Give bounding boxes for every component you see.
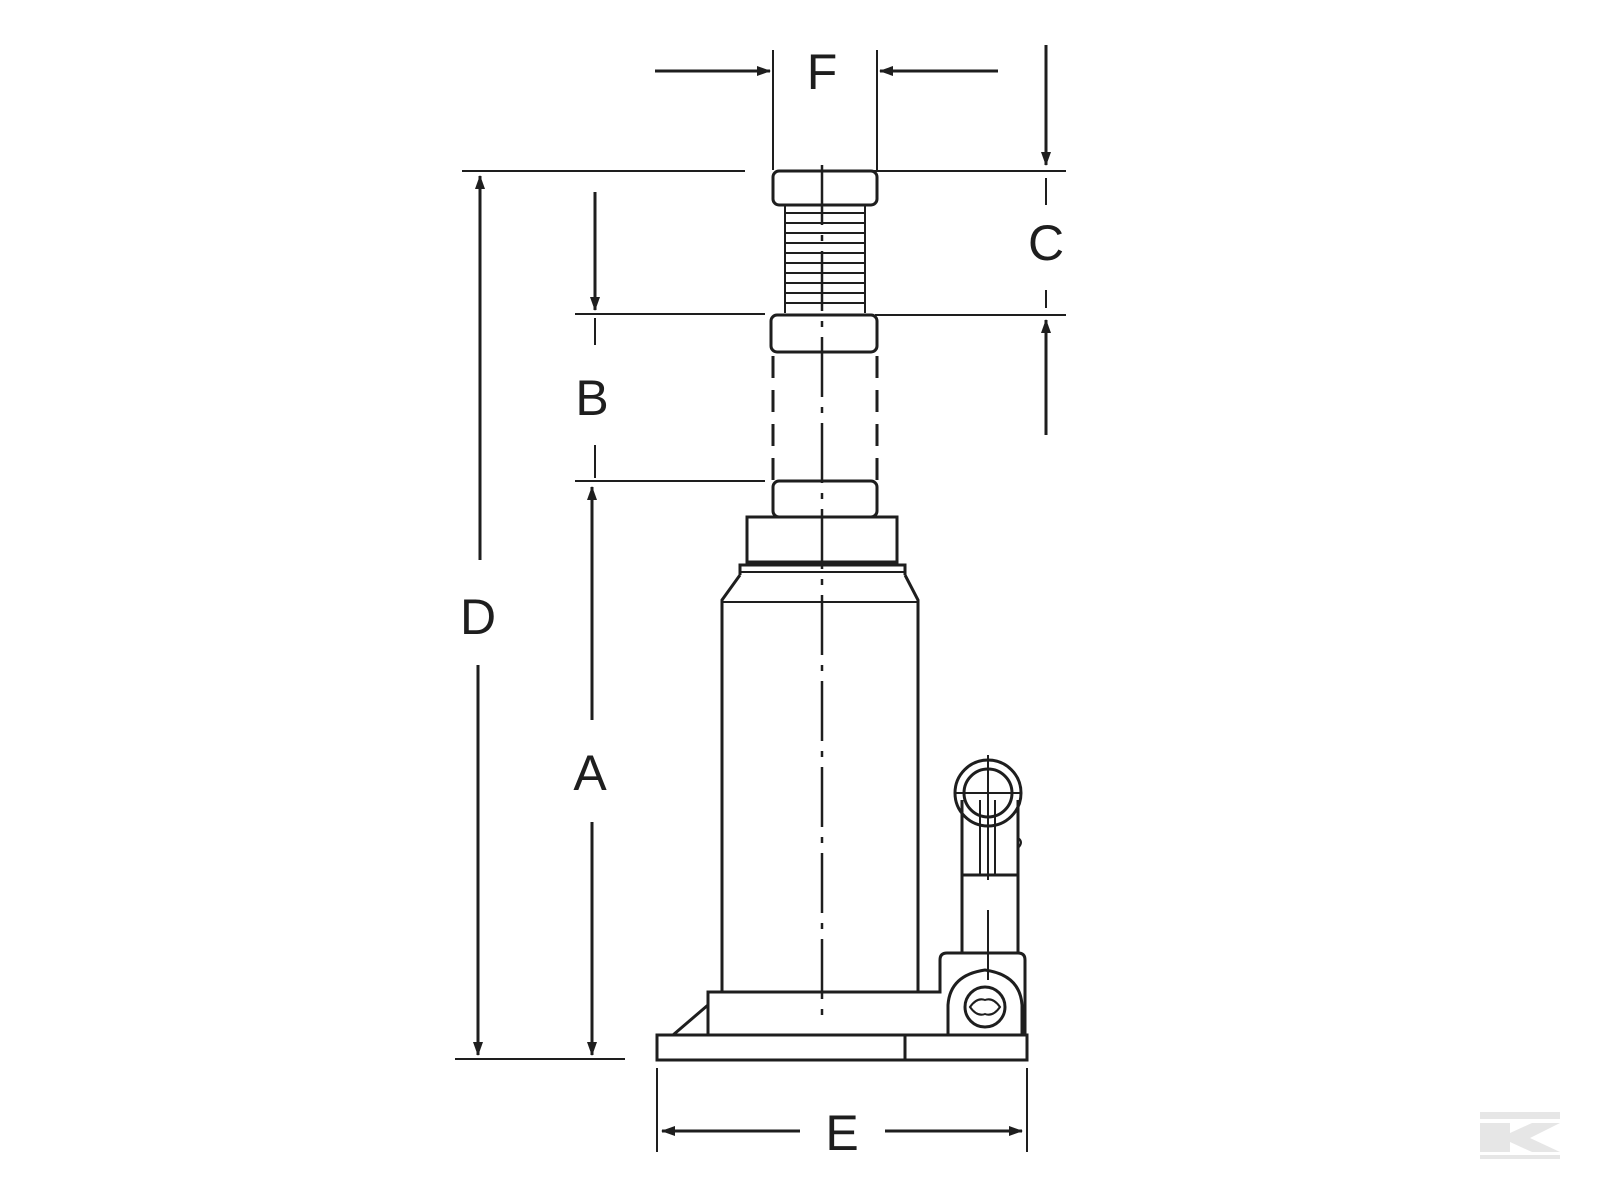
dimension-c: C [860, 45, 1066, 435]
label-d: D [460, 589, 496, 645]
k-logo-watermark [1480, 1112, 1560, 1159]
dimension-f: F [655, 44, 998, 170]
dimension-b: B [575, 192, 765, 482]
label-b: B [575, 370, 608, 426]
dimension-a: A [573, 486, 607, 1056]
screw-threads [784, 205, 866, 313]
pump-handle-socket [953, 755, 1023, 980]
dimension-d: D [455, 170, 745, 1060]
label-f: F [807, 44, 838, 100]
label-c: C [1028, 215, 1064, 271]
jack-body [655, 165, 1029, 1062]
dimension-e: E [656, 1068, 1028, 1161]
label-a: A [573, 745, 607, 801]
label-e: E [825, 1105, 858, 1161]
